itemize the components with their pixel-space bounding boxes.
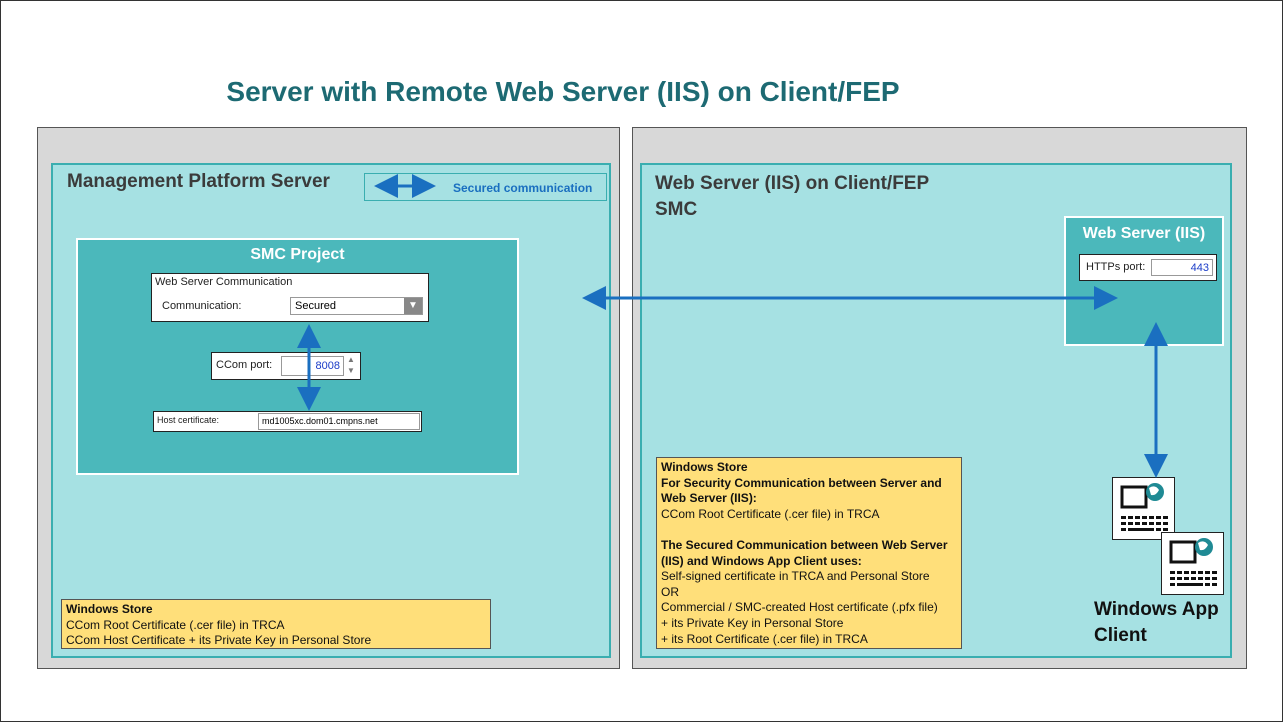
right-store-line4: Commercial / SMC-created Host certificat…	[661, 600, 938, 615]
ccom-port-label: CCom port:	[216, 359, 273, 371]
right-store-bold2: The Secured Communication between Web Se…	[661, 537, 948, 568]
right-store-line1: CCom Root Certificate (.cer file) in TRC…	[661, 506, 880, 521]
left-store-line1: CCom Root Certificate (.cer file) in TRC…	[66, 617, 285, 632]
right-store-line6: + its Root Certificate (.cer file) in TR…	[661, 631, 868, 646]
web-server-communication-title: Web Server Communication	[155, 276, 293, 288]
chevron-down-icon: ▼	[404, 298, 422, 314]
right-store-line2: Self-signed certificate in TRCA and Pers…	[661, 569, 930, 584]
communication-label: Communication:	[162, 300, 242, 312]
right-windows-store-note: Windows Store For Security Communication…	[656, 457, 962, 649]
host-certificate-label: Host certificate:	[157, 415, 220, 425]
smc-heading: SMC	[655, 199, 698, 220]
legend-label: Secured communication	[453, 181, 593, 195]
communication-select-value: Secured	[295, 300, 336, 312]
host-certificate-input[interactable]: md1005xc.dom01.cmpns.net	[258, 413, 420, 430]
ccom-port-input[interactable]: 8008	[281, 356, 344, 376]
computer-globe-icon	[1169, 538, 1217, 586]
diagram-title: Server with Remote Web Server (IIS) on C…	[226, 76, 900, 107]
client-computer-icon	[1112, 477, 1175, 540]
left-store-line2: CCom Host Certificate + its Private Key …	[66, 633, 372, 648]
left-store-title: Windows Store	[66, 602, 153, 616]
right-store-line3: OR	[661, 584, 679, 599]
right-store-bold1: For Security Communication between Serve…	[661, 475, 942, 506]
ccom-port-stepper[interactable]: ▲▼	[347, 355, 355, 375]
right-store-title: Windows Store	[661, 460, 748, 474]
management-platform-server-heading: Management Platform Server	[67, 171, 330, 192]
web-server-iis-title: Web Server (IIS)	[1082, 225, 1206, 242]
https-port-input[interactable]: 443	[1151, 259, 1213, 276]
client-computer-icon-2	[1161, 532, 1224, 595]
windows-app-client-label: Windows App Client	[1094, 599, 1219, 646]
communication-select[interactable]: Secured ▼	[290, 297, 423, 315]
left-windows-store-note: Windows Store CCom Root Certificate (.ce…	[61, 599, 491, 649]
smc-project-title: SMC Project	[250, 246, 345, 263]
https-port-label: HTTPs port:	[1086, 261, 1146, 273]
right-store-line5: + its Private Key in Personal Store	[661, 615, 844, 630]
web-server-client-heading: Web Server (IIS) on Client/FEP	[655, 173, 930, 194]
computer-globe-icon	[1120, 483, 1168, 531]
